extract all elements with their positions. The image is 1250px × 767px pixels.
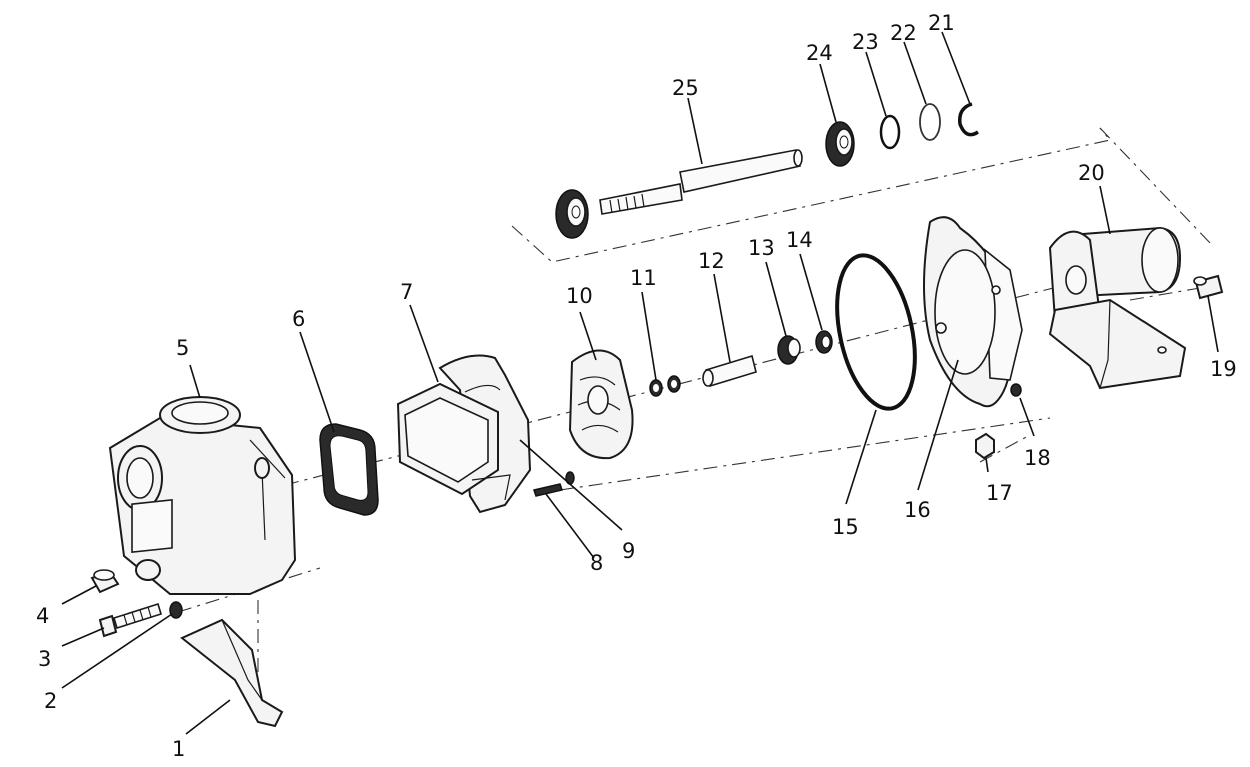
callout-16: 16 [904,498,931,522]
callout-17: 17 [986,481,1013,505]
callout-23: 23 [852,30,879,54]
nut-axis [979,434,1031,463]
foot-bolt-axis [1129,287,1201,301]
leader-lines [61,31,1219,735]
shaft-group-frame [511,127,1112,263]
callout-11: 11 [630,266,657,290]
part-21-retaining-ring [958,102,979,137]
part-8-screw [533,483,563,497]
part-17-nut [975,432,995,460]
bolt-axis [177,567,321,613]
part-11-rings [649,375,681,397]
callout-5: 5 [176,336,189,360]
callout-14: 14 [786,228,813,252]
callout-2: 2 [44,689,57,713]
part-3-bolt [98,602,162,638]
part-18-lockwasher [1010,383,1022,397]
callout-20: 20 [1078,161,1105,185]
part-4-plug [90,569,120,594]
part-13-seal [777,335,801,365]
callout-1: 1 [172,737,185,761]
lower-axis [559,417,1051,491]
callout-13: 13 [748,236,775,260]
part-6-gasket [319,423,379,516]
part-16-adapter [923,216,1023,408]
assembly-axes [177,127,1213,690]
callout-7: 7 [400,280,413,304]
callout-18: 18 [1024,446,1051,470]
part-10-impeller [568,349,634,460]
part-1-bracket [180,618,284,728]
part-24-bearing [825,121,855,167]
callout-4: 4 [36,604,49,628]
callout-labels: 1 2 3 4 5 6 7 8 9 10 11 12 13 14 15 16 1… [36,11,1237,761]
part-14-seal-ring [815,330,833,354]
callout-15: 15 [832,515,859,539]
callout-25: 25 [672,76,699,100]
part-15-oring [835,253,917,411]
part-12-sleeve [702,354,757,388]
part-2-washer [169,601,183,619]
callout-8: 8 [590,551,603,575]
callout-10: 10 [566,284,593,308]
callout-3: 3 [38,647,51,671]
part-20-motor-frame [1048,226,1187,390]
callout-24: 24 [806,41,833,65]
callout-6: 6 [292,307,305,331]
callout-21: 21 [928,11,955,35]
callout-22: 22 [890,21,917,45]
part-25-shaft [555,149,803,239]
part-5-casing [108,396,297,595]
callout-12: 12 [698,249,725,273]
shaft-group-frame-right [1099,127,1213,246]
callout-19: 19 [1210,357,1237,381]
callout-9: 9 [622,539,635,563]
part-7-wearplate [396,354,532,514]
part-23-spacer [879,114,901,150]
part-22-wave-washer [919,103,941,141]
part-19-bolt [1193,274,1224,300]
